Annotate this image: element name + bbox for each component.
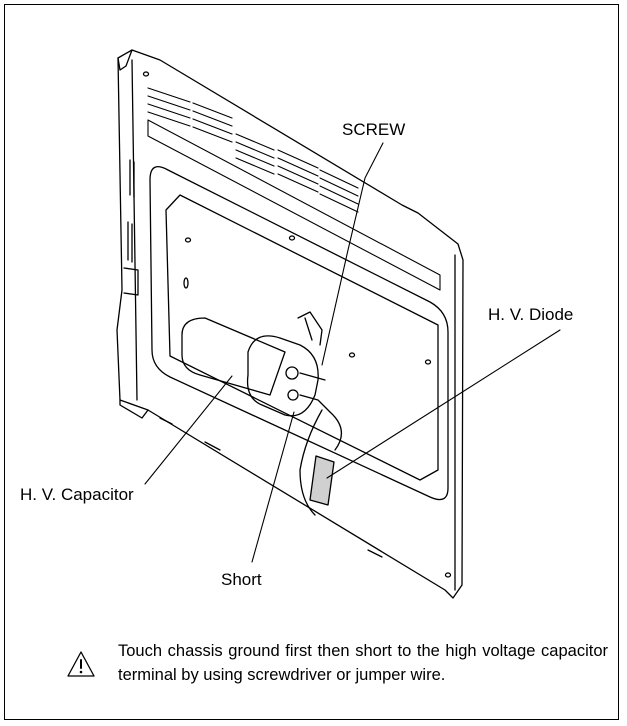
chassis-panel bbox=[116, 49, 464, 599]
label-hv-diode: H. V. Diode bbox=[488, 305, 574, 324]
lead-wire bbox=[299, 409, 342, 516]
inner-panel bbox=[165, 194, 439, 481]
vent-slots bbox=[147, 87, 441, 291]
warning-note: Touch chassis ground first then short to… bbox=[118, 642, 608, 684]
leader-capacitor bbox=[144, 375, 233, 485]
warning-triangle-icon bbox=[67, 651, 95, 677]
hv-diode bbox=[309, 455, 335, 506]
label-short: Short bbox=[221, 570, 262, 589]
leader-screw bbox=[321, 142, 384, 366]
figure-frame bbox=[4, 4, 619, 720]
hv-capacitor bbox=[181, 311, 331, 417]
label-hv-capacitor: H. V. Capacitor bbox=[20, 485, 134, 504]
leader-short bbox=[251, 411, 295, 563]
leader-diode bbox=[326, 329, 561, 479]
label-screw: SCREW bbox=[342, 120, 406, 139]
